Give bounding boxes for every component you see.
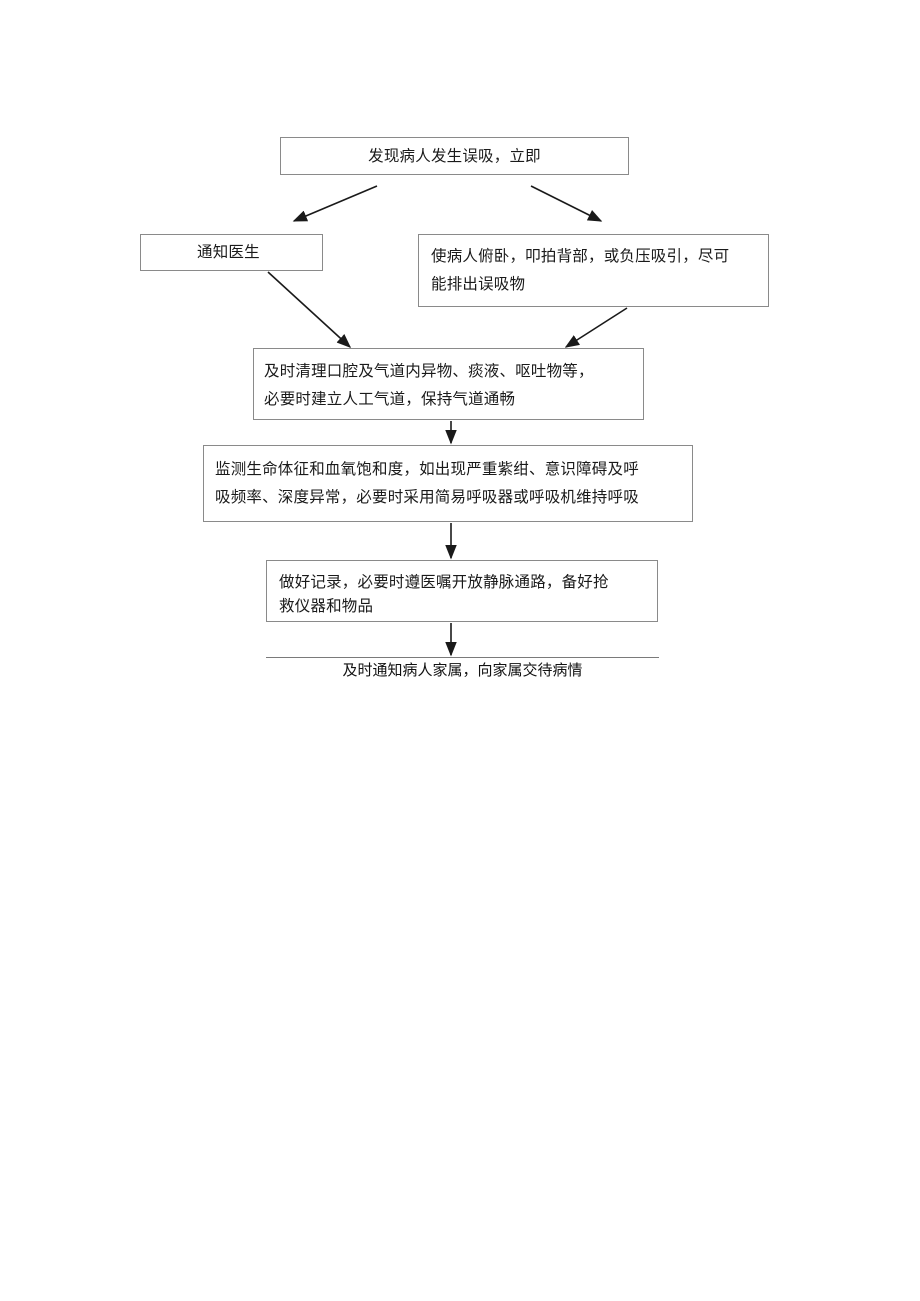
step-position-patient: 使病人俯卧，叩拍背部，或负压吸引，尽可 能排出误吸物 xyxy=(418,234,769,307)
step-notify-family: 及时通知病人家属，向家属交待病情 xyxy=(342,661,583,679)
step-discover-text: 发现病人发生误吸，立即 xyxy=(368,147,541,165)
final-step-divider xyxy=(266,657,659,658)
step-record-and-prepare: 做好记录，必要时遵医嘱开放静脉通路，备好抢 救仪器和物品 xyxy=(266,560,658,622)
step-record-line-1: 做好记录，必要时遵医嘱开放静脉通路，备好抢 xyxy=(279,573,609,591)
step-clear-line-1: 及时清理口腔及气道内异物、痰液、呕吐物等， xyxy=(264,362,594,380)
step-notify-doctor-text: 通知医生 xyxy=(197,243,260,261)
step-monitor-vitals: 监测生命体征和血氧饱和度，如出现严重紫绀、意识障碍及呼 吸频率、深度异常，必要时… xyxy=(203,445,693,522)
arrow-to-position-patient xyxy=(530,185,603,222)
arrow-position-to-clear xyxy=(564,307,628,348)
step-notify-doctor: 通知医生 xyxy=(140,234,323,271)
arrow-to-notify-doctor xyxy=(292,185,378,222)
step-position-line-1: 使病人俯卧，叩拍背部，或负压吸引，尽可 xyxy=(431,247,730,265)
step-clear-airway: 及时清理口腔及气道内异物、痰液、呕吐物等， 必要时建立人工气道，保持气道通畅 xyxy=(253,348,644,420)
step-monitor-line-1: 监测生命体征和血氧饱和度，如出现严重紫绀、意识障碍及呼 xyxy=(215,460,639,478)
step-record-line-2: 救仪器和物品 xyxy=(279,597,374,615)
step-clear-line-2: 必要时建立人工气道，保持气道通畅 xyxy=(264,390,516,408)
arrow-notify-to-clear xyxy=(267,271,352,348)
step-monitor-line-2: 吸频率、深度异常，必要时采用简易呼吸器或呼吸机维持呼吸 xyxy=(215,488,639,506)
step-position-line-2: 能排出误吸物 xyxy=(431,275,526,293)
step-discover-aspiration: 发现病人发生误吸，立即 xyxy=(280,137,629,175)
